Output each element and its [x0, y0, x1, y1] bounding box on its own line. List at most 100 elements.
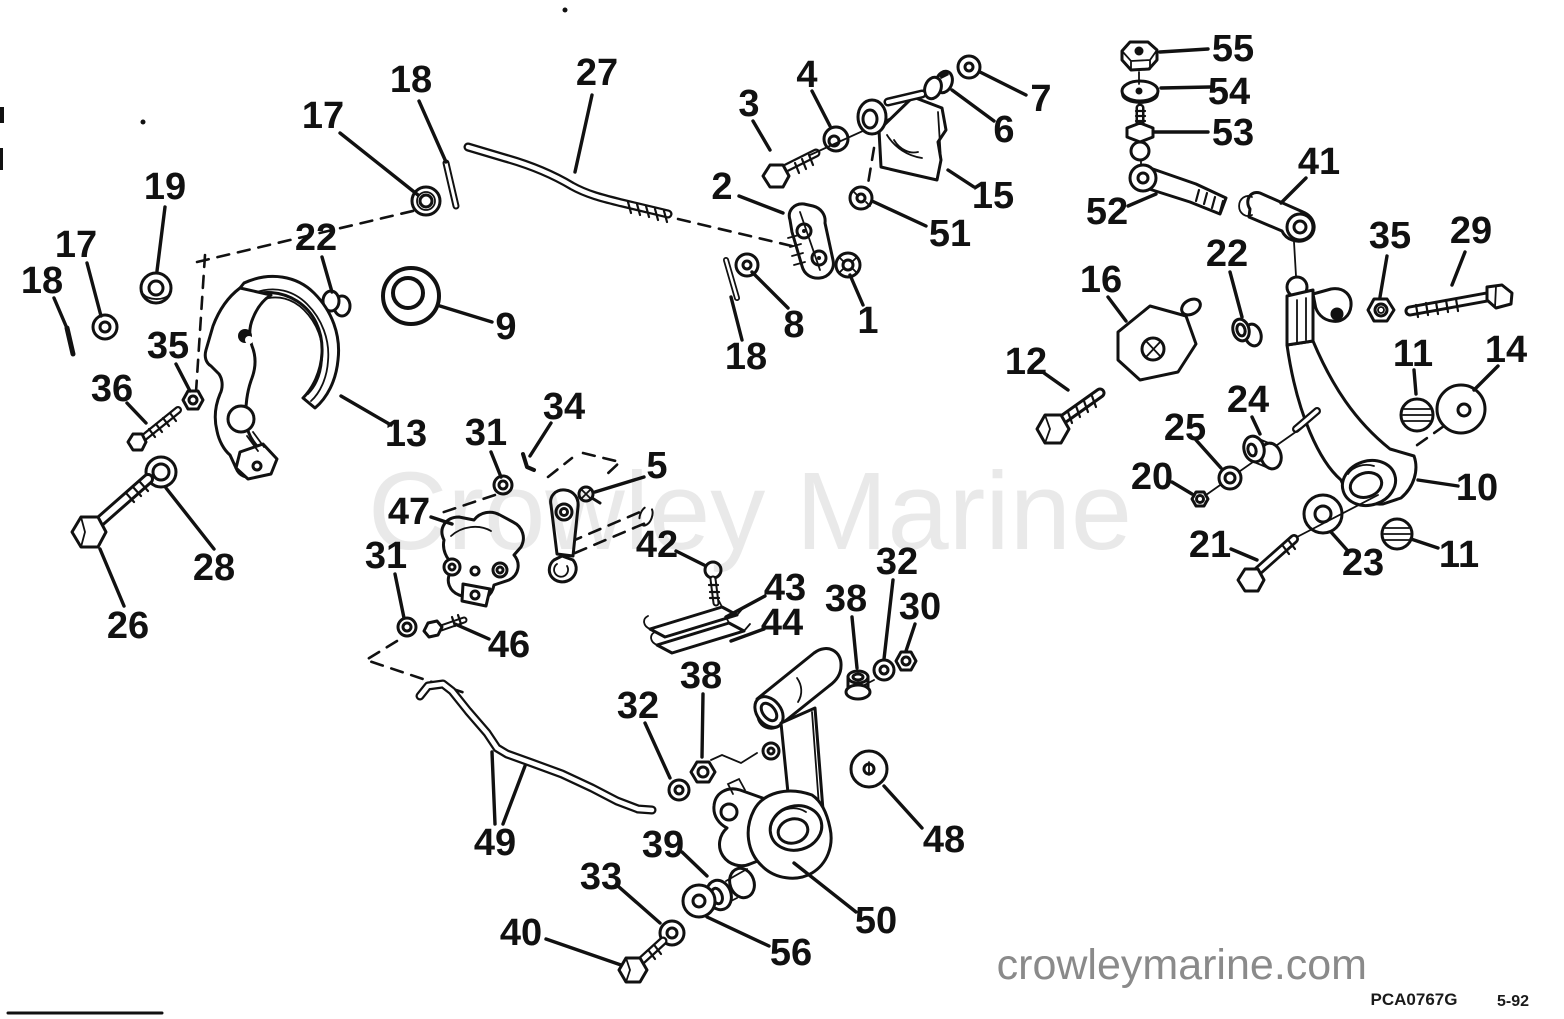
part-47-link-plate: [547, 488, 580, 584]
leader-line-47: [429, 515, 454, 526]
leader-line-21: [1229, 547, 1259, 562]
part-41-link-socket: [1238, 190, 1316, 243]
leader-line-31: [393, 572, 406, 620]
callout-1: 1: [857, 300, 878, 342]
callout-46: 46: [488, 624, 530, 666]
part-15-bracket: [856, 89, 948, 182]
part-19-bushing: [139, 271, 173, 305]
part-53-ball-stud: [1125, 71, 1155, 171]
leader-line-38: [850, 615, 859, 670]
callout-13: 13: [385, 413, 427, 455]
leader-line-36: [125, 401, 148, 425]
part-40-bolt: [617, 936, 668, 984]
leader-line-30: [904, 622, 917, 653]
revision-date-code: 5-92: [1497, 993, 1529, 1010]
part-32-washer-a: [872, 658, 896, 682]
leader-line-51: [870, 199, 928, 228]
part-18-cotter-pin-a: [64, 325, 76, 357]
part-49-shift-rod: [415, 679, 657, 815]
callout-8: 8: [783, 304, 804, 346]
callout-11: 11: [1393, 333, 1433, 375]
leader-line-11: [1409, 537, 1440, 550]
callout-33: 33: [580, 856, 622, 898]
callout-40: 40: [500, 912, 542, 954]
part-11-plug-a: [1399, 397, 1435, 433]
leader-line-48: [882, 784, 924, 830]
callout-3: 3: [738, 83, 759, 125]
part-18-cotter-pin-c: [723, 257, 740, 301]
callout-54: 54: [1208, 71, 1250, 113]
leader-line-41: [1279, 176, 1308, 205]
leader-line-49: [501, 764, 527, 826]
part-18-cotter-pin-b: [442, 159, 460, 210]
callout-36: 36: [91, 368, 133, 410]
callout-16: 16: [1080, 259, 1122, 301]
part-47-clamp-block: [440, 510, 525, 608]
part-13-cam-bracket: [203, 274, 341, 481]
callout-14: 14: [1485, 329, 1527, 371]
leader-line-20: [1170, 480, 1194, 496]
leader-line-35: [174, 362, 192, 393]
callout-22: 22: [295, 217, 337, 259]
leader-line-27: [573, 93, 594, 174]
callout-12: 12: [1005, 341, 1047, 383]
callout-25: 25: [1164, 407, 1206, 449]
part-24-pin: [1292, 407, 1321, 433]
callout-26: 26: [107, 605, 149, 647]
leader-line-17: [85, 261, 103, 318]
callout-48: 48: [923, 819, 965, 861]
callout-32: 32: [876, 541, 918, 583]
leader-line-42: [674, 549, 706, 567]
callout-34: 34: [543, 386, 585, 428]
part-6-bushing: [923, 69, 954, 101]
callout-53: 53: [1212, 112, 1254, 154]
leader-line-55: [1158, 47, 1210, 54]
leader-line-29: [1450, 250, 1467, 287]
leader-line-18: [417, 99, 448, 164]
leader-line-40: [544, 937, 623, 967]
callout-47: 47: [388, 491, 430, 533]
callout-28: 28: [193, 547, 235, 589]
callout-31: 31: [465, 412, 507, 454]
leader-line-33: [617, 885, 662, 925]
callout-30: 30: [899, 586, 941, 628]
part-30-nut: [894, 650, 918, 672]
part-14-washer: [1435, 383, 1487, 435]
part-1-locknut: [834, 251, 862, 279]
part-10-steering-arm: [1285, 275, 1418, 508]
callout-11: 11: [1439, 534, 1479, 576]
callout-23: 23: [1342, 542, 1384, 584]
leader-line-2: [737, 194, 785, 215]
leader-line-44: [729, 627, 766, 643]
part-29-bolt: [1404, 283, 1514, 319]
part-35-nut-b: [1366, 297, 1396, 323]
callout-44: 44: [761, 602, 803, 644]
part-25-washer: [1217, 465, 1243, 491]
callout-55: 55: [1212, 28, 1254, 70]
part-34-pin: [521, 452, 536, 472]
callout-5: 5: [646, 445, 667, 487]
callout-4: 4: [796, 54, 817, 96]
part-31-locknut-b: [396, 616, 418, 638]
callout-18: 18: [21, 260, 63, 302]
leader-line-11: [1412, 368, 1418, 396]
leader-line-32: [643, 721, 672, 780]
leader-line-31: [489, 450, 503, 479]
part-21-bolt: [1236, 494, 1379, 593]
part-17-washer-b: [410, 185, 442, 217]
part-36-screw: [126, 406, 182, 452]
callout-18: 18: [725, 336, 767, 378]
leader-line-19: [155, 205, 167, 273]
callout-27: 27: [576, 52, 618, 94]
part-56-washer: [681, 883, 717, 919]
callout-17: 17: [55, 224, 97, 266]
part-22-sleeve-b: [1231, 317, 1263, 348]
callout-35: 35: [147, 325, 189, 367]
leader-line-28: [164, 486, 216, 551]
axis-41-ball: [1293, 241, 1297, 277]
callout-9: 9: [495, 306, 516, 348]
leader-line-22: [1228, 270, 1244, 319]
